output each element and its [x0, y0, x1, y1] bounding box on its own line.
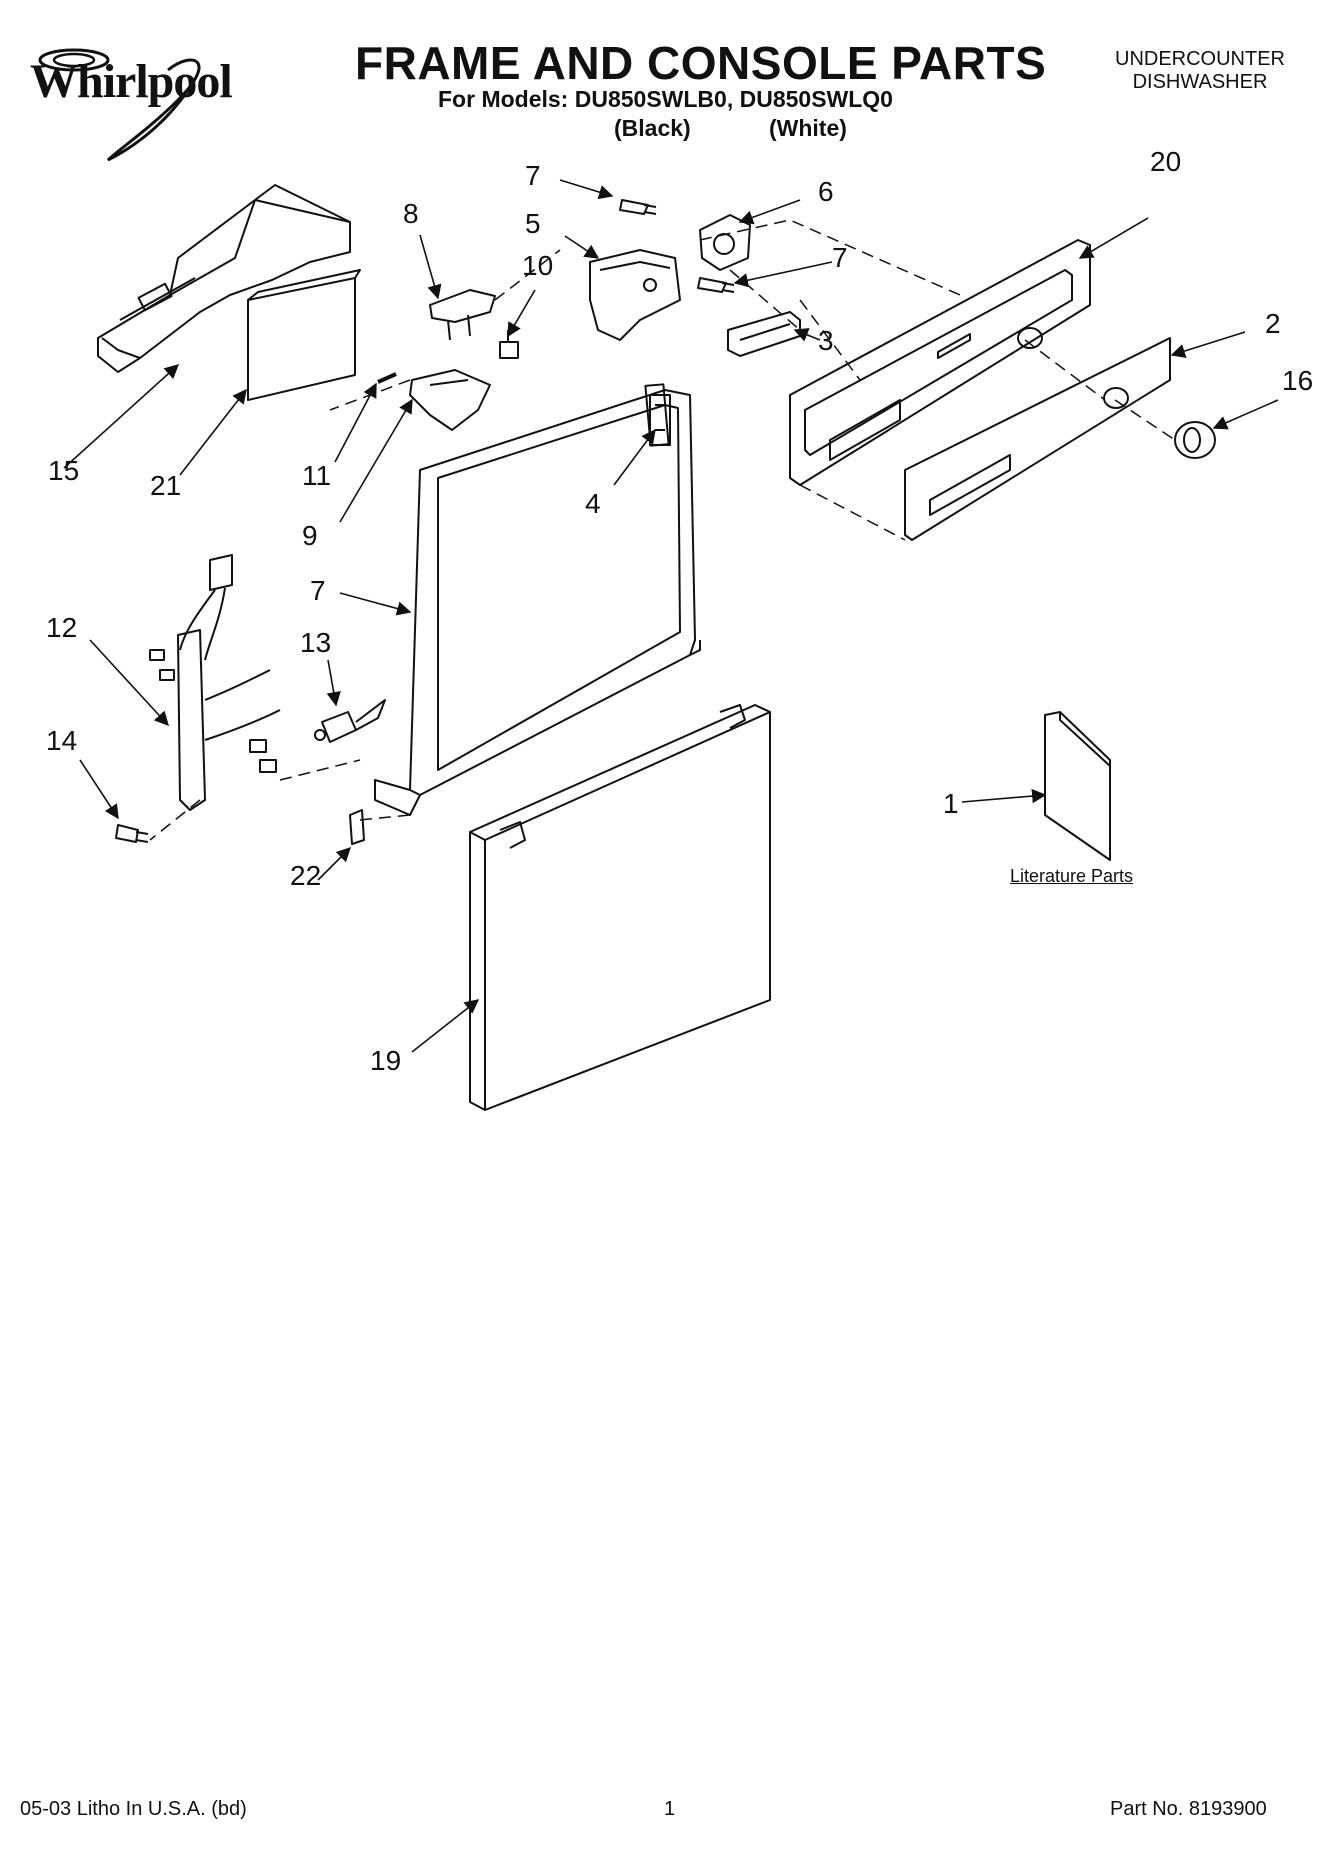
footer-litho: 05-03 Litho In U.S.A. (bd)	[20, 1798, 247, 1820]
part-15-screw	[115, 824, 149, 843]
callout-19: 19	[370, 1045, 402, 1076]
whirlpool-logo	[38, 48, 201, 162]
callout-15: 14	[46, 725, 78, 756]
part-10-bracket	[409, 369, 491, 431]
part-17-knob	[1174, 421, 1216, 459]
callout-14: 13	[300, 627, 332, 658]
product-line-1: UNDERCOUNTER	[1115, 48, 1285, 70]
part-12-pin	[377, 372, 397, 384]
page-title: FRAME AND CONSOLE PARTS	[355, 37, 1047, 89]
part-22-clip	[349, 809, 365, 845]
callout-2: 2	[1265, 308, 1281, 339]
models-line: For Models: DU850SWLB0, DU850SWLQ0	[438, 86, 893, 112]
part-5-module	[589, 249, 681, 341]
callout-7-mid: 7	[832, 242, 848, 273]
callout-22: 22	[290, 860, 322, 891]
callout-11: 10	[522, 250, 554, 281]
part-14-sensor	[314, 699, 386, 743]
part-19-access-panel	[469, 704, 771, 1111]
footer-page-number: 1	[664, 1798, 676, 1820]
part-9-switch	[429, 289, 496, 341]
callout-7-top: 7	[525, 160, 541, 191]
part-20-console	[789, 239, 1091, 486]
callout-4: 4	[585, 488, 601, 519]
product-type: UNDERCOUNTER DISHWASHER	[1100, 48, 1300, 94]
callout-12: 11	[302, 460, 332, 491]
callout-20: 20	[1150, 146, 1182, 177]
literature-parts-label: Literature Parts	[1010, 866, 1134, 886]
callout-3: 3	[818, 325, 834, 356]
footer-part-number: Part No. 8193900	[1110, 1798, 1267, 1820]
whirlpool-logo-text: Whirlpool	[30, 55, 233, 108]
variant-white: (White)	[769, 115, 847, 141]
callout-5: 5	[525, 208, 541, 239]
part-7-screw-top	[619, 199, 657, 215]
callout-16: 15	[48, 455, 80, 486]
callout-6: 6	[818, 176, 834, 207]
callout-10: 9	[302, 520, 318, 551]
part-6-cam	[699, 214, 751, 271]
callout-17: 16	[1282, 365, 1314, 396]
part-7-screw-mid	[697, 277, 735, 293]
part-4-latch	[649, 394, 671, 446]
part-2-overlay-panel	[904, 337, 1171, 541]
callout-13: 12	[46, 612, 78, 643]
callout-1: 1	[943, 788, 959, 819]
part-3-switch-strip	[727, 311, 801, 357]
variant-black: (Black)	[614, 115, 691, 141]
part-16-vent-duct	[97, 184, 351, 373]
callout-21: 21	[150, 470, 182, 501]
part-8-door-frame	[374, 383, 701, 816]
part-1-literature	[1044, 711, 1111, 861]
product-line-2: DISHWASHER	[1132, 71, 1268, 93]
part-21-panel	[247, 269, 361, 401]
part-13-wire-harness	[149, 554, 281, 811]
callout-9: 8	[403, 198, 419, 229]
callout-8: 7	[310, 575, 326, 606]
